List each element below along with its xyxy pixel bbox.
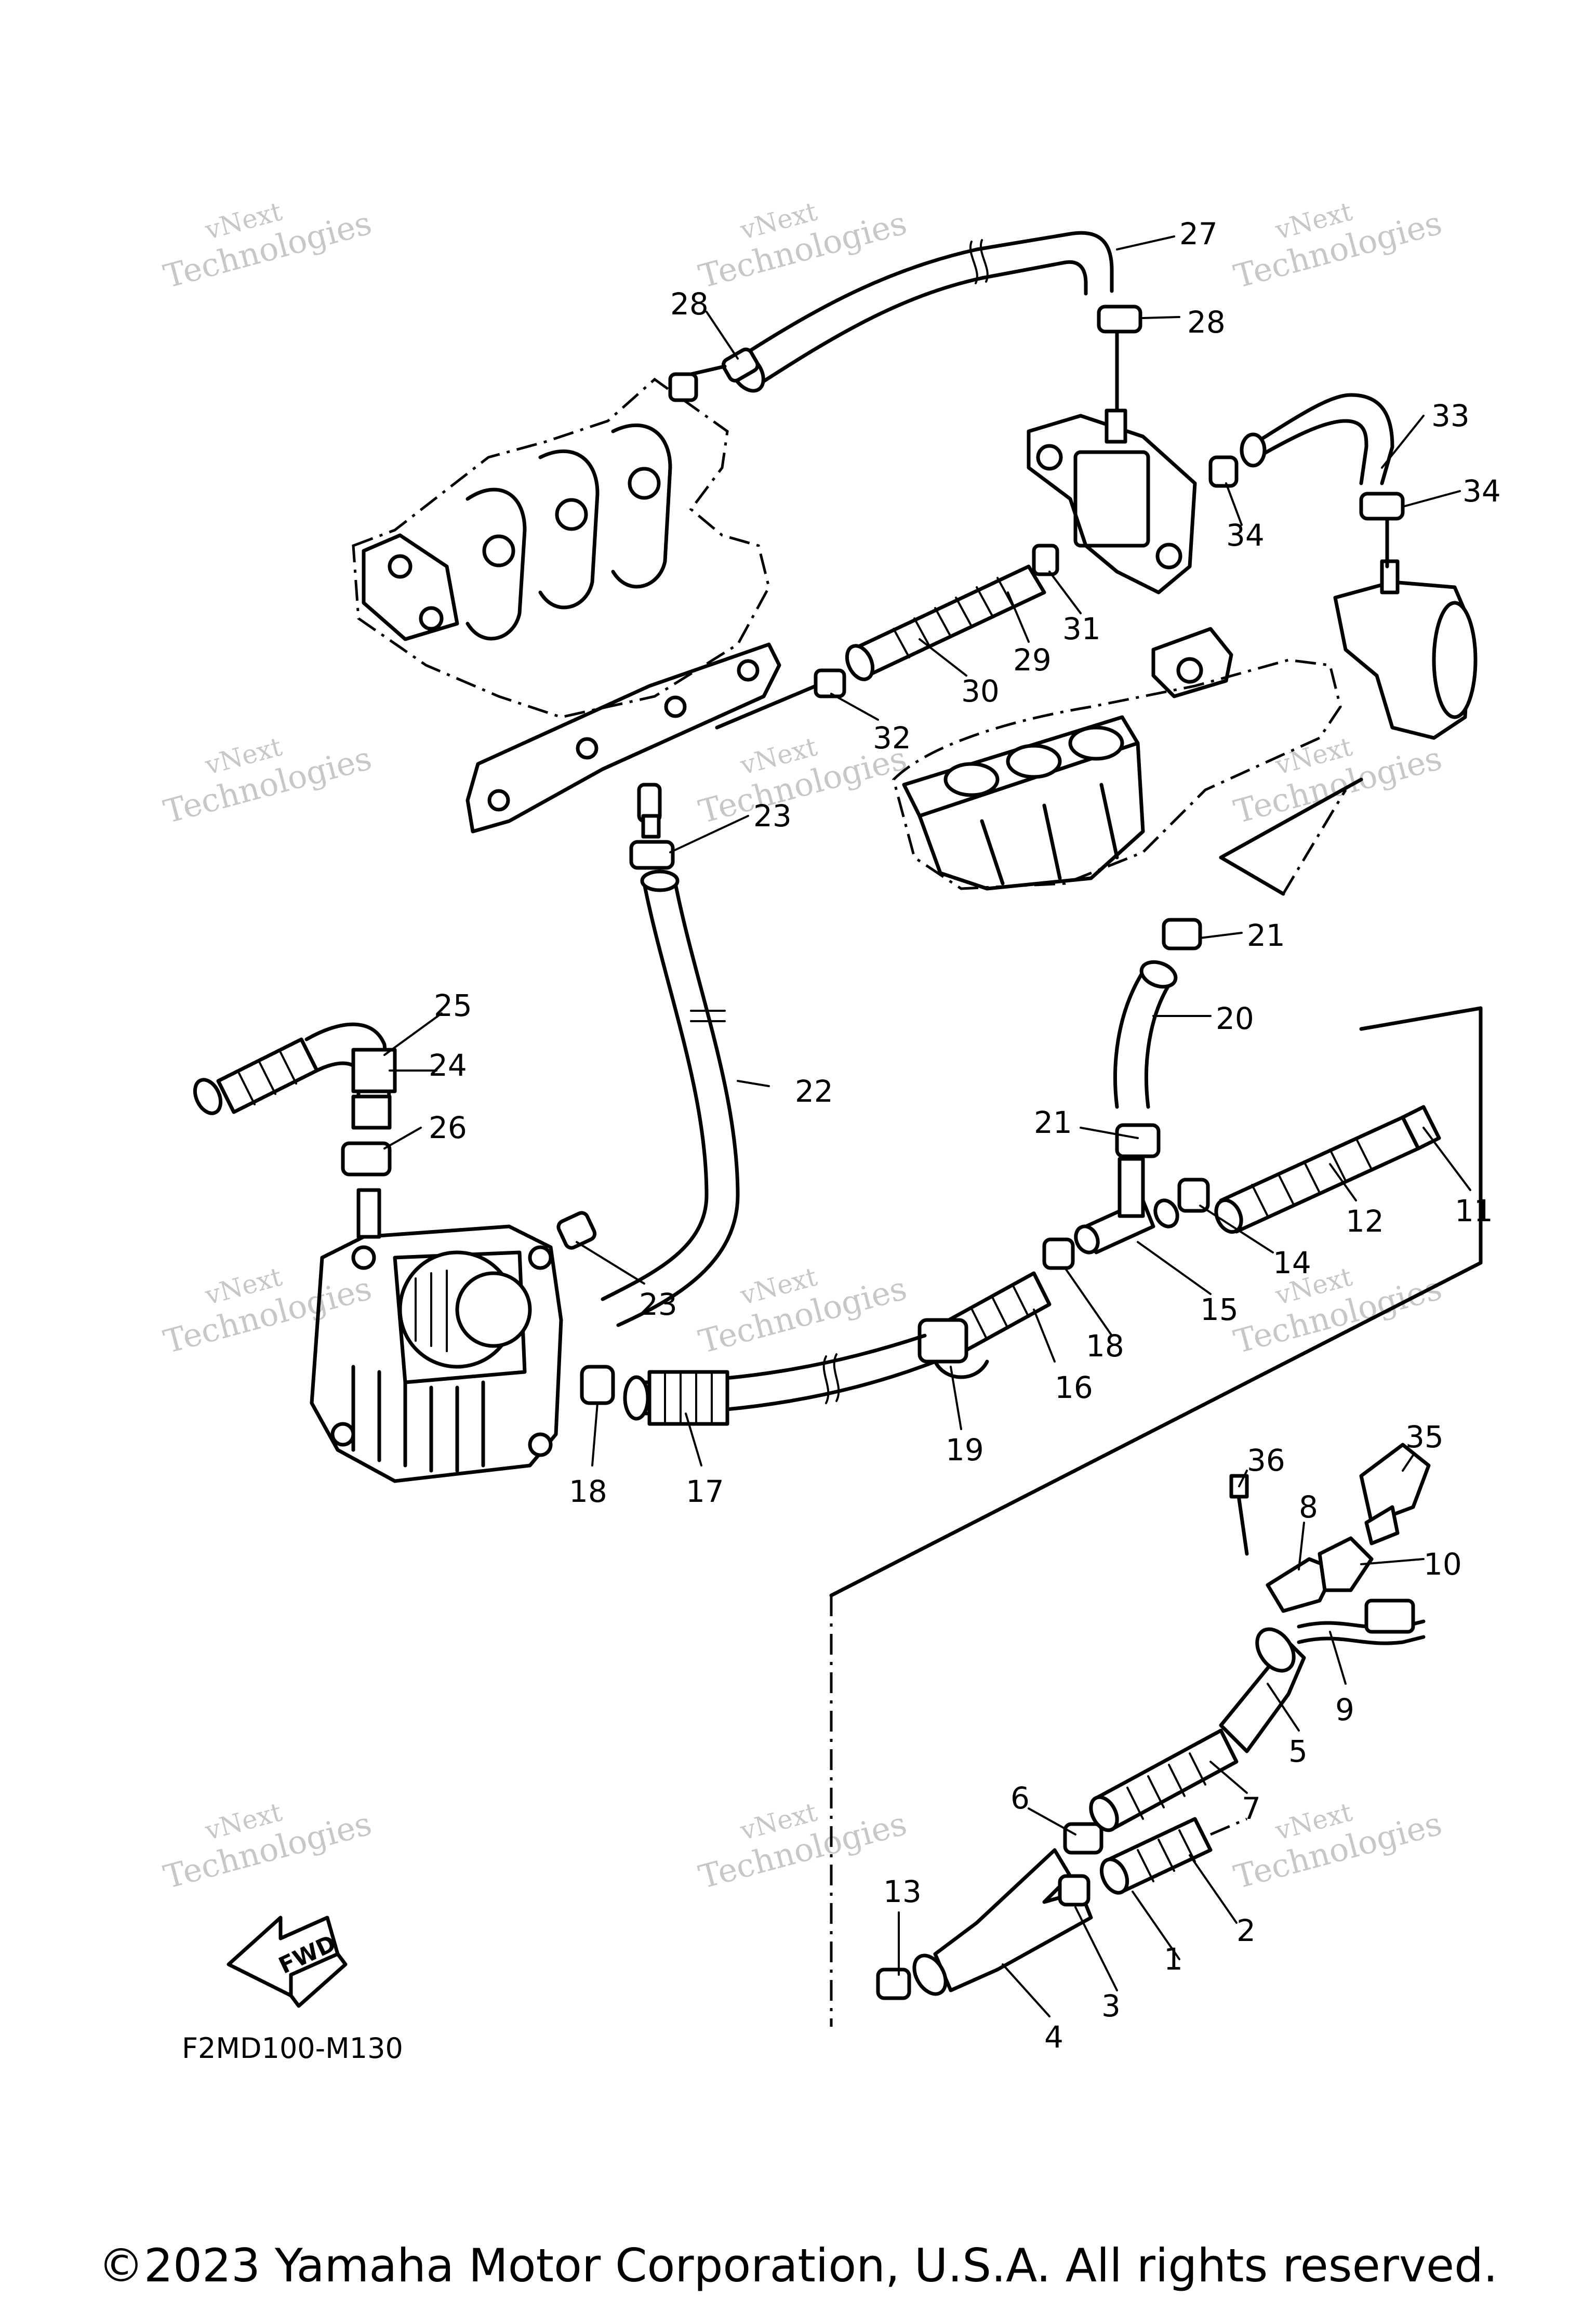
callout-8: 8 [1299,1489,1318,1525]
callout-34: 34 [1226,518,1265,553]
callout-10: 10 [1424,1547,1462,1582]
callout-27: 27 [1179,216,1218,252]
callout-23: 23 [753,798,792,834]
callout-16: 16 [1055,1370,1093,1405]
callout-3: 3 [1101,1988,1121,2024]
throttle-body-outline [310,1141,563,1483]
bellows-hose-29-30 [845,564,1046,681]
callout-23: 23 [639,1287,677,1322]
lower-assembly-outline [829,1006,1483,2027]
hose-24-25-assembly [193,1022,397,1130]
callout-4: 4 [1044,2019,1063,2055]
callout-2: 2 [1236,1913,1256,1948]
callout-25: 25 [434,988,472,1023]
fwd-arrow: FWD [227,1916,348,2008]
callout-15: 15 [1200,1292,1239,1327]
callout-34: 34 [1462,473,1501,509]
callout-28: 28 [1187,305,1226,340]
cylinder-block-outline [892,559,1478,891]
callout-21: 21 [1034,1105,1072,1140]
callout-11: 11 [1455,1193,1493,1229]
callout-35: 35 [1405,1419,1444,1455]
callout-14: 14 [1273,1245,1311,1280]
callout-29: 29 [1013,642,1052,678]
hose-20-assembly [1113,777,1363,1158]
center-bracket-assembly [715,393,1405,730]
callout-31: 31 [1062,611,1101,646]
callout-12: 12 [1346,1204,1384,1239]
callout-5: 5 [1288,1734,1308,1769]
callout-32: 32 [873,720,911,756]
leader-lines [383,235,1471,2017]
callout-30: 30 [961,674,1000,709]
callout-6: 6 [1010,1780,1030,1816]
callout-22: 22 [795,1074,833,1109]
callout-18: 18 [569,1474,607,1509]
copyright-notice: ©2023 Yamaha Motor Corporation, U.S.A. A… [98,2239,1498,2292]
callout-13: 13 [883,1874,922,1909]
callout-21: 21 [1247,918,1285,953]
callout-28: 28 [670,286,709,322]
callout-7: 7 [1242,1791,1261,1826]
callout-9: 9 [1335,1692,1354,1727]
callout-1: 1 [1164,1942,1183,1977]
callout-20: 20 [1216,1001,1254,1036]
hose-22-assembly [556,840,740,1327]
callout-17: 17 [686,1474,724,1509]
figure-code: F2MD100-M130 [182,2032,403,2065]
callout-33: 33 [1431,398,1470,433]
callout-labels: 1 2 3 4 5 6 7 8 9 10 11 12 13 14 15 16 1… [429,216,1501,2055]
callout-24: 24 [429,1048,467,1083]
hose-16-17-assembly [580,1271,1052,1426]
exhaust-manifold-outline [352,372,781,839]
callout-19: 19 [946,1432,984,1468]
hose-27-assembly [689,231,1142,413]
callout-36: 36 [1247,1443,1285,1478]
callout-18: 18 [1086,1328,1124,1364]
callout-26: 26 [429,1110,467,1145]
